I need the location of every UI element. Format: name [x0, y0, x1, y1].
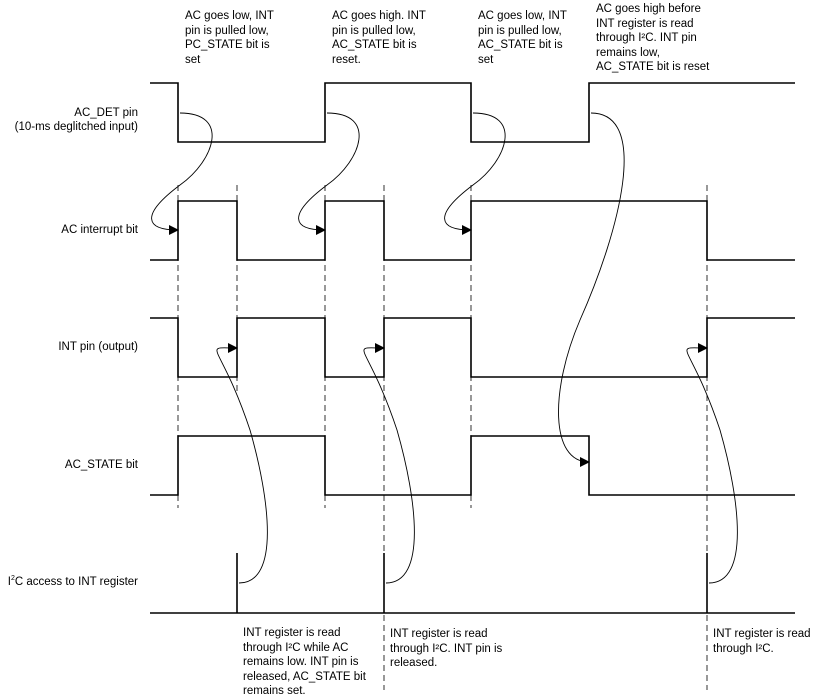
ac-interrupt-waveform [150, 200, 795, 261]
dashed-guides [177, 185, 708, 690]
note-line: AC goes low, INT [478, 10, 567, 22]
note-line: remains set. [243, 685, 306, 697]
note-line: remains low. INT pin is [243, 656, 359, 668]
bottom-note-3: INT register is read through I²C. [713, 627, 811, 656]
signal-label-int-pin: INT pin (output) [58, 341, 138, 353]
note-line: set [478, 53, 494, 66]
signal-subtitle: (10-ms deglitched input) [14, 121, 138, 133]
signal-name: AC_DET pin [74, 107, 138, 119]
causal-arrows [151, 112, 738, 584]
note-line: through I²C while AC [243, 641, 349, 654]
note-line: AC_STATE bit is [332, 39, 417, 51]
signal-label-i2c-access: I2C access to INT register [8, 575, 138, 589]
ac-det-waveform [150, 82, 795, 143]
note-line: AC goes high before [596, 3, 701, 15]
note-line: reset. [332, 53, 361, 66]
signal-label-ac-state: AC_STATE bit [64, 459, 138, 471]
note-line: set [185, 53, 201, 66]
note-line: AC goes low, INT [185, 10, 274, 22]
top-note-1: AC goes low, INT pin is pulled low, PC_STA… [185, 9, 274, 67]
note-line: INT register is read [596, 17, 694, 30]
note-line: AC_STATE bit is reset [596, 61, 710, 73]
note-line: pin is pulled low, [478, 24, 562, 37]
note-line: AC goes high. INT [332, 10, 426, 22]
label-superscript: 2 [10, 575, 15, 583]
note-line: pin is pulled low, [185, 24, 269, 37]
label-part: I [7, 576, 11, 588]
note-line: pin is pulled low, [332, 24, 416, 37]
note-line: through I²C. INT pin [596, 32, 697, 44]
signal-label-ac-interrupt: AC interrupt bit [61, 224, 138, 236]
note-line: INT register is read [243, 627, 341, 639]
bottom-note-2: INT register is read through I²C. INT pin… [390, 627, 502, 671]
note-line: INT register is read [713, 628, 811, 640]
signal-label-ac-det: AC_DET pin (10-ms deglitched input) [15, 106, 138, 134]
note-line: PC_STATE bit is [185, 39, 270, 51]
int-pin-waveform [150, 317, 795, 378]
note-line: through I²C. INT pin is [390, 642, 503, 655]
label-part: C access to INT register [14, 576, 138, 588]
ac-state-waveform [150, 435, 795, 496]
note-line: remains low, [596, 46, 660, 59]
bottom-note-1: INT register is read through I²C while AC… [243, 626, 366, 699]
note-line: released. [390, 657, 438, 669]
top-note-3: AC goes low, INT pin is pulled low, AC_STA… [478, 9, 567, 67]
note-line: released, AC_STATE bit [243, 670, 366, 683]
note-line: through I²C. [713, 642, 774, 655]
note-line: INT register is read [390, 628, 488, 640]
note-line: AC_STATE bit is [478, 39, 563, 51]
top-note-2: AC goes high. INT pin is pulled low, AC_ST… [332, 9, 426, 67]
